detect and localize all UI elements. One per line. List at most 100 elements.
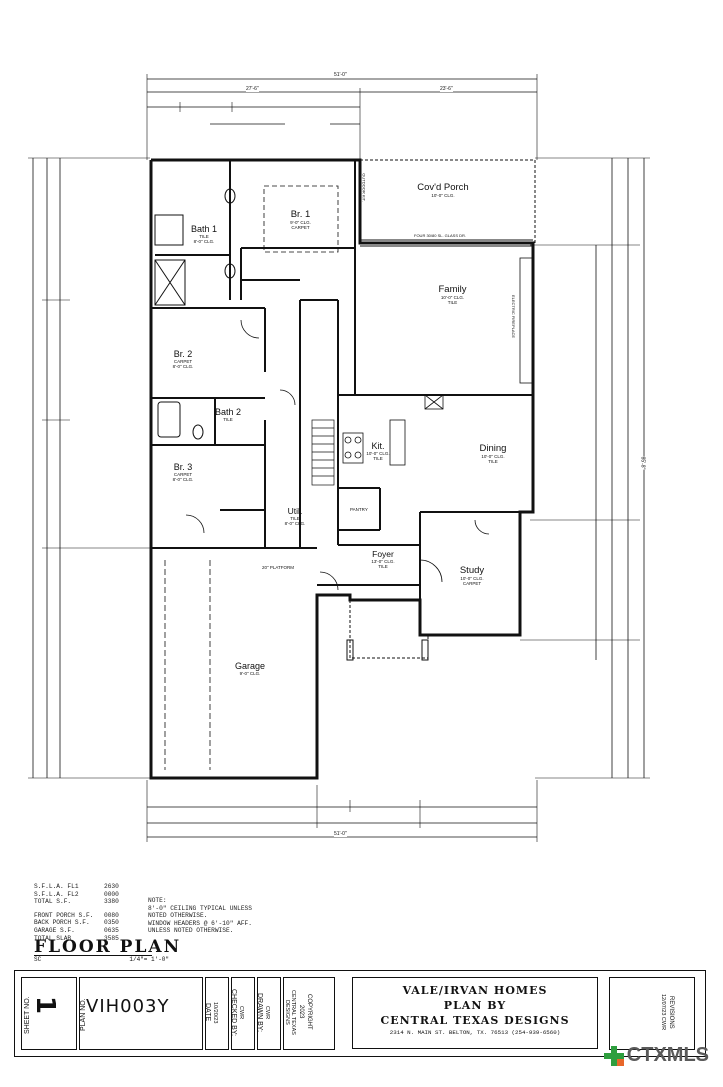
room-name: Family <box>438 284 467 295</box>
room-bath2: Bath 2 TILE <box>210 407 246 422</box>
designer-name: CENTRAL TEXAS DESIGNS <box>380 1014 570 1027</box>
room-name: Bath 2 <box>214 407 242 417</box>
room-note: 9'-0" CLG. <box>239 671 261 676</box>
room-note: CARPET <box>291 225 310 230</box>
builder-name: VALE/IRVAN HOMES <box>402 984 548 997</box>
room-br1: Br. 1 9'-0" CLG. CARPET <box>278 209 323 230</box>
room-name: Br. 3 <box>173 462 193 472</box>
room-garage: Garage 9'-0" CLG. <box>228 661 272 676</box>
ctxmls-logo-icon <box>603 1045 624 1066</box>
room-note: TILE <box>447 300 458 305</box>
room-note: 13'-0" CLG. <box>371 559 395 564</box>
room-bath1: Bath 1 TILE 8'-0" CLG. <box>186 224 222 244</box>
note-line: NOTED OTHERWISE. <box>148 912 208 920</box>
room-br2: Br. 2 CARPET 8'-0" CLG. <box>165 349 201 369</box>
overall-dim-top: 51'-0" <box>334 72 347 78</box>
note-line: WINDOW HEADERS @ 6'-10" AFF. <box>148 919 252 927</box>
note-line: UNLESS NOTED OTHERWISE. <box>148 927 234 935</box>
room-name: Kit. <box>371 441 385 451</box>
designer-address: 2314 N. MAIN ST. BELTON, TX. 76513 (254-… <box>389 1029 561 1036</box>
room-note: 10'-0" CLG. <box>431 193 455 198</box>
scale-right: 1/4"= 1'-0" <box>129 956 169 963</box>
room-name: Garage <box>234 661 266 671</box>
stat-value: 0350 <box>104 919 119 927</box>
room-note: 10'-0" CLG. <box>366 451 390 456</box>
stat-row: S.F.L.A. FL1 2630 <box>34 883 150 891</box>
checked-value: CWR <box>238 1005 244 1020</box>
scale-note: SC 1/4"= 1'-0" <box>34 956 169 963</box>
plan-no-cell <box>79 977 203 1050</box>
stat-value: 2630 <box>104 883 119 890</box>
stat-label: FRONT PORCH S.F. <box>34 911 94 919</box>
stat-label: GARAGE S.F. <box>34 926 75 934</box>
ctxmls-text: CTXMLS <box>626 1044 709 1066</box>
room-note: 10'-0" CLG. <box>481 454 505 459</box>
stat-row: FRONT PORCH S.F.0080 <box>34 912 150 920</box>
room-note: 8'-0" CLG. <box>172 364 194 369</box>
room-name: Cov'd Porch <box>417 182 469 193</box>
room-name: Br. 1 <box>290 209 311 220</box>
room-name: Br. 2 <box>173 349 193 359</box>
fireplace-label: ELECTRIC FIREPLACE <box>511 294 517 339</box>
stat-row: TOTAL SLAB 3585 <box>34 935 150 943</box>
platform-label: 20" PLATFORM <box>262 565 295 570</box>
stat-row: TOTAL S.F. 3380 <box>34 898 150 906</box>
copyright-cell <box>283 977 335 1050</box>
room-covd-porch: Cov'd Porch 10'-0" CLG. <box>408 182 478 198</box>
revisions-value: 12/07/23 CWR <box>660 993 666 1031</box>
date-value: 10/20/23 <box>212 1001 218 1024</box>
floor-plan-drawing <box>28 74 650 842</box>
room-note: 8'-0" CLG. <box>193 239 215 244</box>
plan-by: PLAN BY <box>443 999 507 1012</box>
copyright-label: COPYRIGHT <box>306 994 312 1030</box>
ctxmls-watermark: CTXMLS <box>603 1044 709 1067</box>
room-name: Util. <box>287 506 303 516</box>
revisions-cell <box>609 977 695 1050</box>
stat-label: S.F.L.A. FL1 <box>34 883 79 890</box>
note-line: NOTE: <box>148 897 167 904</box>
top-dim-right: 23'-6" <box>440 86 453 92</box>
room-note: 10'-0" CLG. <box>460 576 484 581</box>
scale-left: SC <box>34 956 42 963</box>
glass-door-label: FOUR 30/80 SL. GLASS DR. <box>414 233 467 238</box>
title-block <box>14 970 706 1057</box>
date-cell <box>205 977 229 1050</box>
stat-value: 3380 <box>104 898 119 906</box>
room-foyer: Foyer 13'-0" CLG. TILE <box>363 549 403 569</box>
room-kit: Kit. 10'-0" CLG. TILE <box>362 441 394 461</box>
right-overall-dim: 85'-8" <box>639 456 646 470</box>
stat-value: 3585 <box>104 934 119 942</box>
room-name: Bath 1 <box>190 224 218 234</box>
room-note: TILE <box>223 417 233 422</box>
stat-label: BACK PORCH S.F. <box>34 919 90 927</box>
room-name: Foyer <box>372 549 394 559</box>
general-notes: NOTE: 8'-0" CEILING TYPICAL UNLESS NOTED… <box>148 897 258 935</box>
checked-cell <box>231 977 255 1050</box>
stat-row: GARAGE S.F. 0635 <box>34 927 150 935</box>
room-dining: Dining 10'-0" CLG. TILE <box>468 443 518 464</box>
room-name: Study <box>459 565 485 576</box>
outdoor-kit-label: OUTDOOR KIT. <box>361 173 367 202</box>
stat-label: TOTAL S.F. <box>34 898 72 906</box>
drawn-cell <box>257 977 281 1050</box>
room-br3: Br. 3 CARPET 8'-0" CLG. <box>165 462 201 482</box>
room-note: TILE <box>373 456 383 461</box>
room-note: 9'-0" CLG. <box>290 220 311 225</box>
revisions-label: REVISIONS <box>668 995 674 1029</box>
top-dim-left: 27'-6" <box>246 86 259 92</box>
room-note: CARPET <box>173 472 193 477</box>
plan-number: VIH003Y <box>86 996 170 1017</box>
room-note: TILE <box>378 564 388 569</box>
overall-dim-bottom: 51'-0" <box>334 831 347 837</box>
note-line: 8'-0" CEILING TYPICAL UNLESS <box>148 904 252 912</box>
floor-plan-title: FLOOR PLAN <box>34 937 182 957</box>
copyright-year: 2023 <box>298 1005 304 1019</box>
title-underline <box>34 955 152 956</box>
stat-value: 0635 <box>104 926 119 934</box>
stat-label: TOTAL SLAB <box>34 934 72 942</box>
room-note: TILE <box>488 459 498 464</box>
date-label: DATE <box>204 1003 211 1022</box>
room-note: 10'-0" CLG. <box>440 295 465 300</box>
